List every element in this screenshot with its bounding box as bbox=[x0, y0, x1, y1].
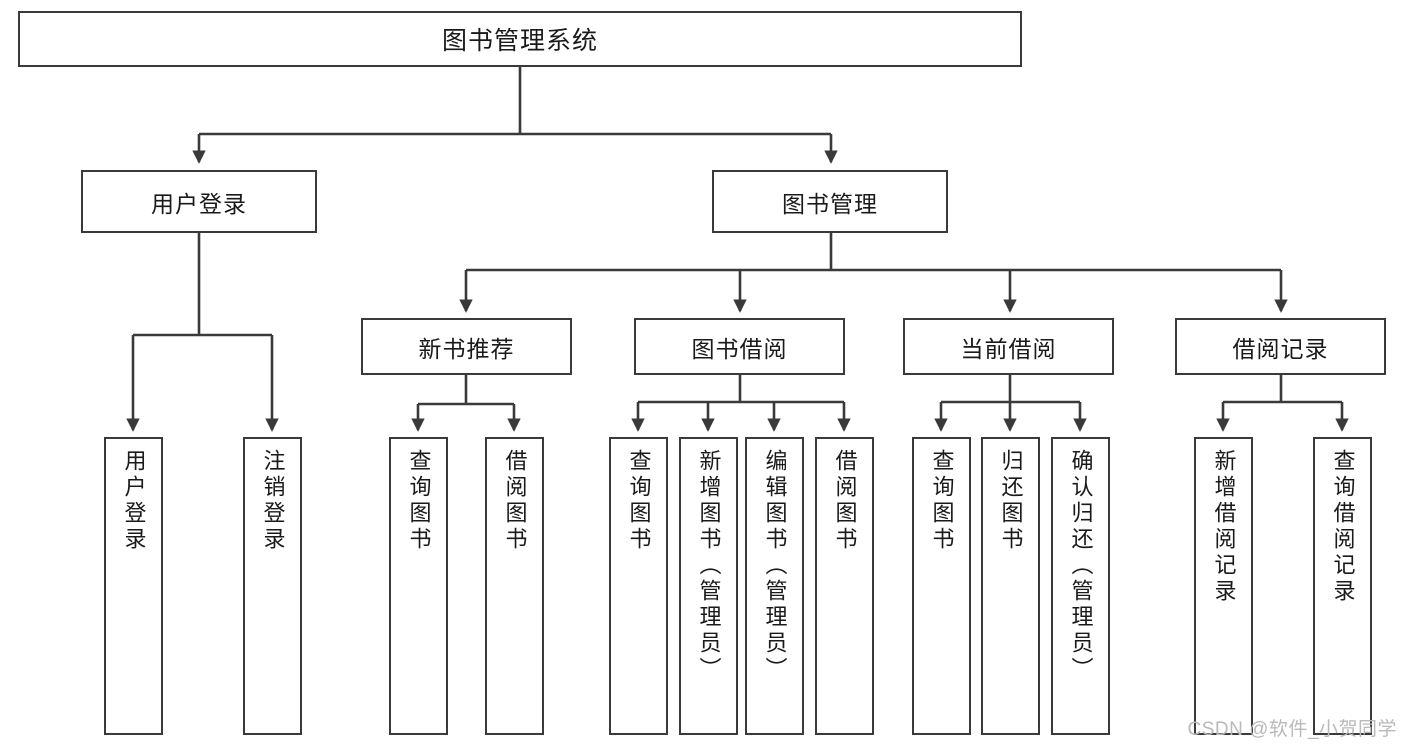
node-book-borrow[interactable]: 图书借阅 bbox=[634, 318, 845, 375]
leaf-add-book-admin[interactable]: 新增图书（管理员） bbox=[679, 437, 738, 735]
leaf-logout-label: 注销登录 bbox=[260, 449, 286, 553]
leaf-user-login[interactable]: 用户登录 bbox=[104, 437, 163, 735]
node-book-manage-label: 图书管理 bbox=[782, 190, 878, 217]
node-borrow-record[interactable]: 借阅记录 bbox=[1175, 318, 1386, 375]
leaf-query-book-recommend[interactable]: 查询图书 bbox=[389, 437, 448, 735]
leaf-query-book-borrow-label: 查询图书 bbox=[626, 449, 652, 553]
leaf-borrow-book-recommend[interactable]: 借阅图书 bbox=[485, 437, 544, 735]
leaf-add-book-admin-label: 新增图书（管理员） bbox=[696, 449, 722, 683]
leaf-edit-book-admin[interactable]: 编辑图书（管理员） bbox=[745, 437, 804, 735]
leaf-query-borrow-record[interactable]: 查询借阅记录 bbox=[1313, 437, 1372, 735]
node-current-borrow[interactable]: 当前借阅 bbox=[903, 318, 1114, 375]
node-user-login[interactable]: 用户登录 bbox=[81, 170, 317, 233]
node-current-borrow-label: 当前借阅 bbox=[960, 335, 1057, 362]
leaf-borrow-book-recommend-label: 借阅图书 bbox=[502, 449, 528, 553]
csdn-watermark: CSDN @软件_小贺同学 bbox=[1187, 719, 1397, 740]
node-new-book-recommend[interactable]: 新书推荐 bbox=[361, 318, 572, 375]
leaf-return-book[interactable]: 归还图书 bbox=[981, 437, 1040, 735]
leaf-query-book-borrow[interactable]: 查询图书 bbox=[609, 437, 668, 735]
leaf-borrow-book-label: 借阅图书 bbox=[832, 449, 858, 553]
leaf-query-book-current-label: 查询图书 bbox=[929, 449, 955, 553]
leaf-confirm-return-admin-label: 确认归还（管理员） bbox=[1068, 449, 1094, 683]
node-new-book-recommend-label: 新书推荐 bbox=[418, 335, 515, 362]
node-book-manage[interactable]: 图书管理 bbox=[712, 170, 948, 233]
node-root-label: 图书管理系统 bbox=[441, 27, 598, 55]
leaf-add-borrow-record[interactable]: 新增借阅记录 bbox=[1194, 437, 1253, 735]
node-root[interactable]: 图书管理系统 bbox=[18, 11, 1022, 67]
leaf-query-book-current[interactable]: 查询图书 bbox=[912, 437, 971, 735]
leaf-edit-book-admin-label: 编辑图书（管理员） bbox=[762, 449, 788, 683]
leaf-add-borrow-record-label: 新增借阅记录 bbox=[1211, 449, 1237, 605]
leaf-borrow-book[interactable]: 借阅图书 bbox=[815, 437, 874, 735]
node-user-login-label: 用户登录 bbox=[151, 190, 247, 217]
leaf-query-borrow-record-label: 查询借阅记录 bbox=[1330, 449, 1356, 605]
leaf-query-book-recommend-label: 查询图书 bbox=[406, 449, 432, 553]
leaf-logout[interactable]: 注销登录 bbox=[243, 437, 302, 735]
node-book-borrow-label: 图书借阅 bbox=[691, 335, 788, 362]
leaf-return-book-label: 归还图书 bbox=[998, 449, 1024, 553]
leaf-user-login-label: 用户登录 bbox=[121, 449, 147, 553]
leaf-confirm-return-admin[interactable]: 确认归还（管理员） bbox=[1051, 437, 1110, 735]
node-borrow-record-label: 借阅记录 bbox=[1232, 335, 1329, 362]
